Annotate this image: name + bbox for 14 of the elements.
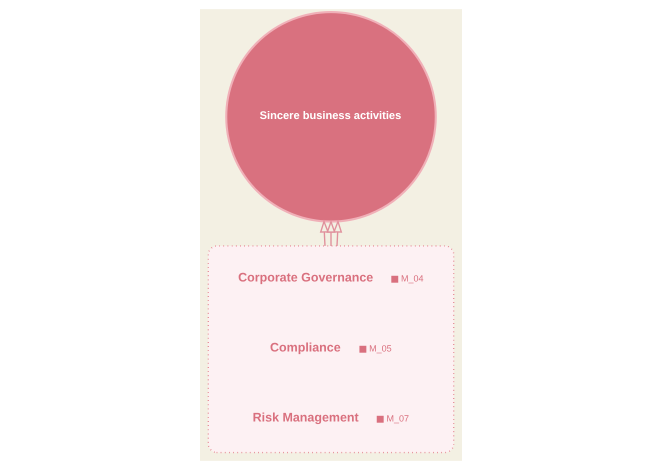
node-box bbox=[376, 415, 384, 422]
node-box bbox=[358, 345, 366, 352]
arrow bbox=[326, 219, 336, 246]
node-label: Corporate Governance bbox=[238, 270, 373, 284]
arrow bbox=[332, 218, 342, 246]
arrow bbox=[319, 218, 328, 246]
node-label: M_07 bbox=[386, 413, 408, 424]
node-label: Risk Management bbox=[252, 410, 358, 424]
node-label: Compliance bbox=[270, 340, 340, 354]
node-label: M_04 bbox=[400, 273, 424, 284]
node-box bbox=[390, 275, 398, 282]
cluster bbox=[207, 244, 454, 453]
node-label: M_05 bbox=[368, 343, 392, 354]
node-circle: Sincere business activities bbox=[224, 10, 436, 222]
